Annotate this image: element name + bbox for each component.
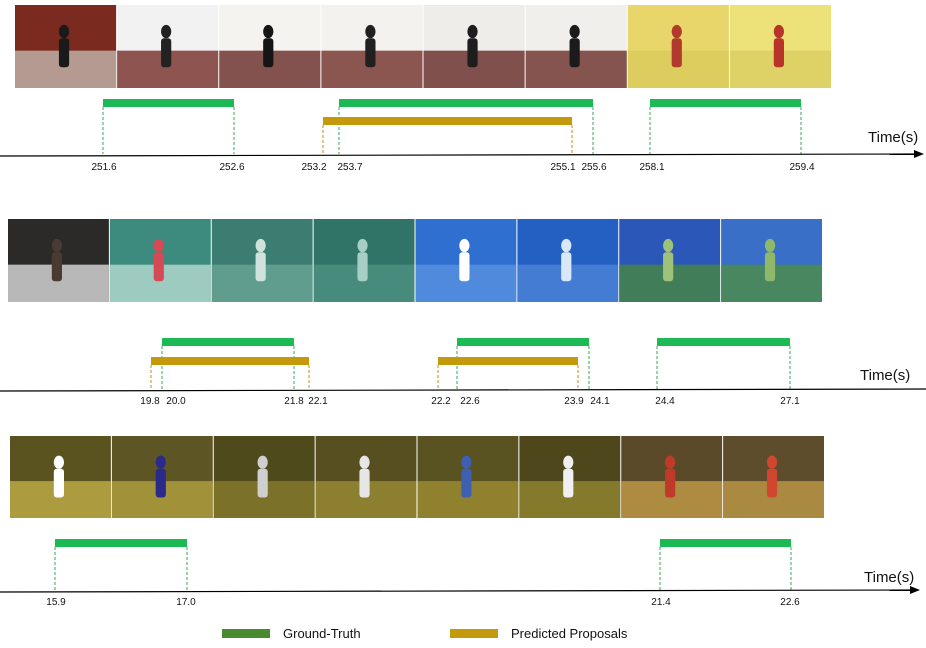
time-tick-label: 19.8 [140,396,160,407]
ground-truth-bar [339,99,593,107]
time-tick-label: 24.4 [655,396,675,407]
time-tick-label: 259.4 [789,162,814,173]
time-axis-title: Time(s) [860,367,910,384]
ground-truth-bar [457,338,589,346]
video-frame [619,219,721,302]
time-axis-title: Time(s) [868,129,918,146]
video-frame [723,436,824,518]
time-axis-line [0,388,926,392]
legend-predicted-label: Predicted Proposals [511,626,628,641]
video-frame [313,219,415,302]
predicted-proposal-bar [323,117,572,125]
time-tick-label: 20.0 [166,396,186,407]
ground-truth-bar [657,338,790,346]
time-tick-label: 253.7 [337,162,362,173]
time-axis-arrowhead [910,586,920,594]
time-tick-label: 258.1 [639,162,664,173]
time-tick-label: 252.6 [219,162,244,173]
video-frame [219,5,321,88]
video-frame [721,219,822,302]
time-tick-label: 253.2 [301,162,326,173]
time-tick-label: 251.6 [91,162,116,173]
legend-predicted-swatch [450,629,498,638]
time-tick-label: 22.6 [460,396,480,407]
time-tick-label: 22.1 [308,396,328,407]
video-frame [417,436,519,518]
time-tick-label: 255.6 [581,162,606,173]
video-frames [8,5,831,518]
video-frame [211,219,313,302]
time-tick-label: 15.9 [46,597,66,608]
legend-ground-truth-swatch [222,629,270,638]
ground-truth-bar [660,539,791,547]
video-frame [321,5,423,88]
ground-truth-bar [650,99,801,107]
legend: Ground-Truth Predicted Proposals [222,626,628,641]
time-tick-label: 24.1 [590,396,610,407]
video-frame [10,436,111,518]
video-frame [519,436,621,518]
video-frame [117,5,219,88]
video-frame [111,436,213,518]
video-frame [627,5,729,88]
predicted-proposal-bar [151,357,309,365]
time-tick-label: 255.1 [550,162,575,173]
time-axis-title: Time(s) [864,569,914,586]
interval-bars [54,99,802,590]
video-frame [525,5,627,88]
legend-ground-truth-label: Ground-Truth [283,626,361,641]
time-axis-line [0,589,913,593]
predicted-proposal-bar [438,357,578,365]
video-frame [423,5,525,88]
video-frame [109,219,211,302]
video-frame [315,436,417,518]
time-tick-label: 17.0 [176,597,196,608]
video-frame [517,219,619,302]
time-axis-line [0,153,917,157]
time-tick-label: 22.2 [431,396,451,407]
video-frame [213,436,315,518]
video-frame [15,5,117,88]
time-tick-label: 22.6 [780,597,800,608]
time-tick-label: 23.9 [564,396,584,407]
time-axis-arrowhead [914,150,924,158]
tick-labels: 251.6 252.6 253.7 255.6 258.1 259.4 253.2 255.1… [46,162,815,608]
ground-truth-bar [103,99,234,107]
time-tick-label: 27.1 [780,396,800,407]
time-tick-label: 21.8 [284,396,304,407]
ground-truth-bar [162,338,294,346]
time-tick-label: 21.4 [651,597,671,608]
video-frame [8,219,109,302]
video-frame [729,5,831,88]
video-frame [415,219,517,302]
video-frame [621,436,723,518]
time-axes: Time(s) Time(s) Time(s) [0,129,926,594]
ground-truth-bar [55,539,187,547]
